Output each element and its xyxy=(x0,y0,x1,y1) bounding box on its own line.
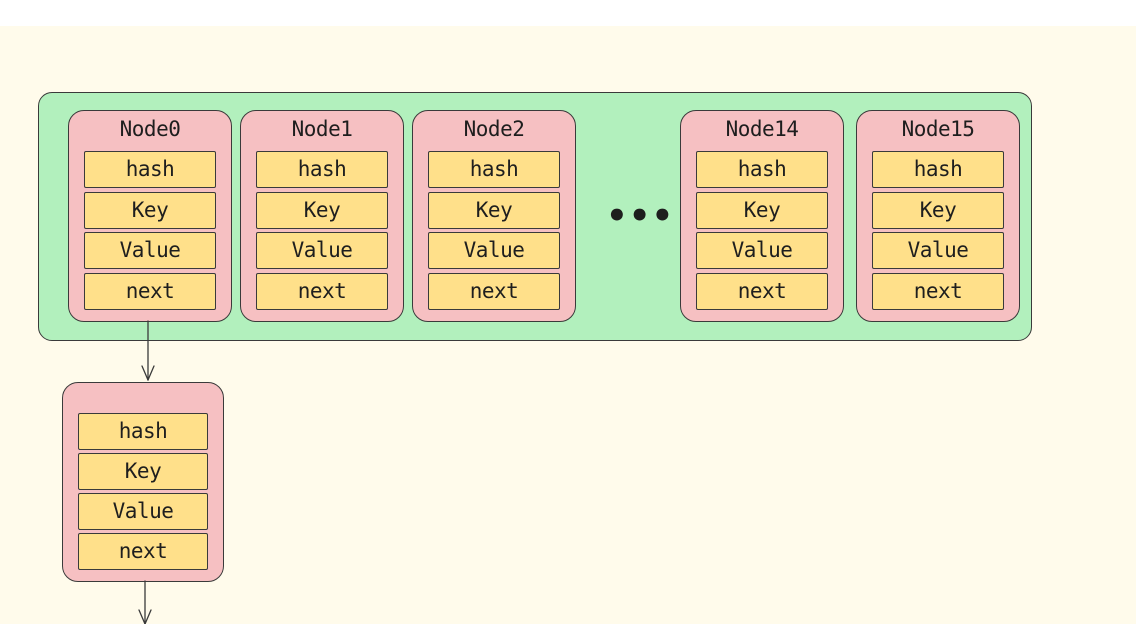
node-1: Node1 hash Key Value next xyxy=(240,110,404,322)
field-next: next xyxy=(872,273,1004,310)
field-key: Key xyxy=(696,192,828,229)
field-next: next xyxy=(428,273,560,310)
field-hash: hash xyxy=(84,151,216,188)
node-title: Node0 xyxy=(119,117,181,141)
field-key: Key xyxy=(84,192,216,229)
ellipsis: ••• xyxy=(606,196,675,236)
node-15: Node15 hash Key Value next xyxy=(856,110,1020,322)
node-title: Node15 xyxy=(901,117,975,141)
field-next: next xyxy=(84,273,216,310)
field-hash: hash xyxy=(256,151,388,188)
field-hash: hash xyxy=(872,151,1004,188)
field-hash: hash xyxy=(696,151,828,188)
field-key: Key xyxy=(428,192,560,229)
field-value: Value xyxy=(84,232,216,269)
node-title: Node14 xyxy=(725,117,799,141)
field-key: Key xyxy=(78,453,208,490)
field-key: Key xyxy=(872,192,1004,229)
field-value: Value xyxy=(428,232,560,269)
field-hash: hash xyxy=(78,413,208,450)
field-value: Value xyxy=(872,232,1004,269)
field-next: next xyxy=(696,273,828,310)
field-key: Key xyxy=(256,192,388,229)
node-2: Node2 hash Key Value next xyxy=(412,110,576,322)
field-next: next xyxy=(78,533,208,570)
field-value: Value xyxy=(78,493,208,530)
field-hash: hash xyxy=(428,151,560,188)
field-value: Value xyxy=(256,232,388,269)
field-next: next xyxy=(256,273,388,310)
node-title: Node1 xyxy=(291,117,353,141)
node-title: Node2 xyxy=(463,117,525,141)
field-value: Value xyxy=(696,232,828,269)
chained-node: hash Key Value next xyxy=(62,382,224,582)
node-0: Node0 hash Key Value next xyxy=(68,110,232,322)
node-14: Node14 hash Key Value next xyxy=(680,110,844,322)
